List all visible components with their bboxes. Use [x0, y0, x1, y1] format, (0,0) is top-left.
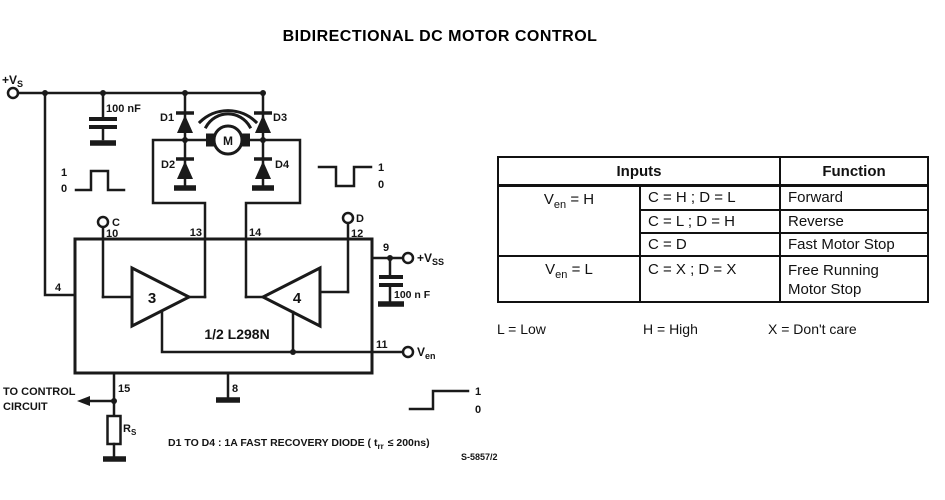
c-label: C [112, 217, 120, 229]
pin13-wire [151, 138, 207, 299]
legend: L = Low H = High X = Don't care [497, 321, 937, 341]
ven-terminal [401, 345, 415, 359]
cell-function: Fast Motor Stop [779, 231, 929, 257]
pin9-label: 9 [383, 242, 389, 254]
cell-function: Forward [779, 184, 929, 211]
diode-d4: D4 [252, 138, 290, 191]
input-c-terminal: C 10 [96, 215, 134, 299]
table-row: C = L ; D = H Reverse [498, 208, 929, 234]
cell-input: C = L ; D = H [639, 208, 781, 234]
input-d-terminal: D 12 [318, 211, 364, 294]
to-control-label-2: CIRCUIT [3, 401, 48, 413]
amp4-label: 4 [293, 290, 302, 307]
cap1-label: 100 nF [106, 103, 141, 115]
capacitor-100nf-vs: 100 nF [89, 91, 141, 146]
vss-label: +VSS [417, 251, 444, 267]
ic-outline [73, 237, 374, 375]
d3-label: D3 [273, 112, 287, 124]
amplifier-4: 4 [244, 265, 322, 329]
cell-input: C = H ; D = L [639, 184, 781, 211]
ic-label: 1/2 L298N [204, 326, 269, 342]
legend-dont-care: X = Don't care [768, 321, 857, 337]
wave-right-low: 0 [378, 179, 384, 191]
diode-note: D1 TO D4 : 1A FAST RECOVERY DIODE ( trr≤… [168, 437, 430, 451]
cell-ven-low: Ven = L [497, 254, 641, 303]
header-function: Function [779, 156, 929, 187]
waveform-input-d: 1 0 [317, 162, 384, 191]
pin13-label: 13 [190, 227, 202, 239]
diode-d3: D3 [254, 91, 287, 142]
rotation-arc-icon [197, 109, 259, 125]
diode-d2: D2 [161, 138, 196, 191]
cell-function: Reverse [779, 208, 929, 234]
header-inputs: Inputs [497, 156, 781, 187]
wave-right-high: 1 [378, 162, 384, 174]
arrow-left-icon [77, 396, 90, 406]
ven-label: Ven [417, 345, 436, 361]
pin14-label: 14 [249, 227, 262, 239]
drawing-code: S-5857/2 [461, 452, 498, 462]
cell-ven-high: Ven = H [497, 184, 641, 257]
d1-label: D1 [160, 112, 174, 124]
wave-left-low: 0 [61, 183, 67, 195]
pin12-label: 12 [351, 228, 363, 240]
dc-motor: M [182, 109, 266, 156]
sense-branch: 15 TO CONTROL CIRCUIT RS [3, 371, 137, 462]
vss-branch: 9 +VSS 100 n F [370, 242, 444, 307]
waveform-input-c: 1 0 [61, 167, 126, 195]
truth-table: Inputs Function Ven = H C = H ; D = L Fo… [497, 156, 929, 303]
table-row: Ven = L C = X ; D = X Free Running Motor… [497, 254, 929, 303]
pin8-ground: 8 [216, 371, 240, 403]
pin10-label: 10 [106, 228, 118, 240]
amplifier-3: 3 [130, 265, 207, 329]
waveform-enable: 1 0 [408, 386, 481, 416]
rotation-arc-icon [203, 112, 253, 130]
rs-resistor [106, 414, 122, 446]
table-header-row: Inputs Function [497, 156, 929, 187]
to-control-label-1: TO CONTROL [3, 386, 76, 398]
legend-low: L = Low [497, 321, 546, 337]
pin8-label: 8 [232, 383, 238, 395]
cap2-label: 100 n F [394, 289, 431, 301]
cell-input: C = D [639, 231, 781, 257]
pin11-label: 11 [376, 339, 388, 351]
vss-terminal [401, 251, 415, 265]
d4-label: D4 [275, 159, 290, 171]
motor-label: M [223, 134, 233, 148]
wave-enable-low: 0 [475, 404, 481, 416]
pin4-wire [43, 91, 77, 297]
rs-label: RS [123, 423, 137, 437]
legend-high: H = High [643, 321, 698, 337]
diode-d1: D1 [160, 91, 194, 142]
wave-left-high: 1 [61, 167, 67, 179]
pin14-wire [244, 138, 302, 299]
vs-label: +VS [2, 73, 23, 89]
table-row: Ven = H C = H ; D = L Forward [497, 184, 929, 257]
diagram-title: BIDIRECTIONAL DC MOTOR CONTROL [282, 28, 598, 45]
d2-label: D2 [161, 159, 175, 171]
pin15-label: 15 [118, 383, 130, 395]
d-label: D [356, 213, 364, 225]
vs-terminal [6, 86, 20, 100]
cell-input: C = X ; D = X [639, 254, 781, 303]
cell-function: Free Running Motor Stop [779, 254, 929, 303]
table-row: C = D Fast Motor Stop [498, 231, 929, 257]
enable-wire: 11 Ven [160, 309, 436, 361]
pin4-label: 4 [55, 282, 62, 294]
wave-enable-high: 1 [475, 386, 481, 398]
amp3-label: 3 [148, 290, 156, 307]
